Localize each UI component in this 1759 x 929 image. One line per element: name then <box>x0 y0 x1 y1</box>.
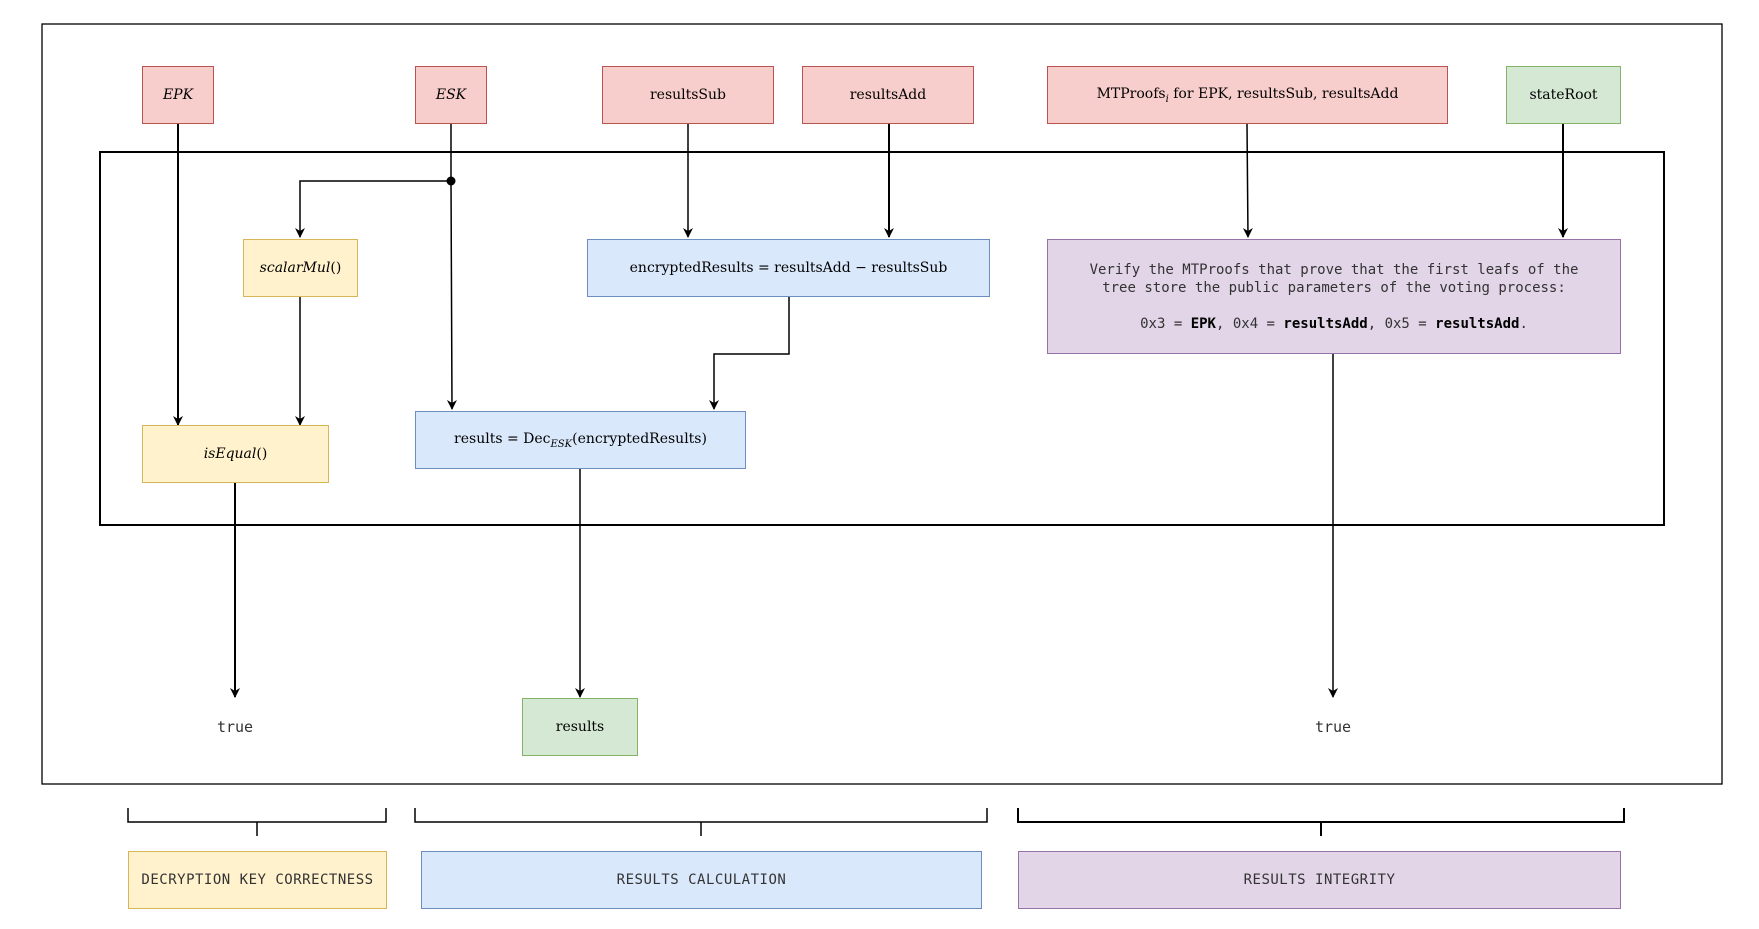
true-output-right: true <box>1314 718 1352 736</box>
mtproofs-box: MTProofsi for EPK, resultsSub, resultsAd… <box>1047 66 1448 124</box>
section-decryption-label: DECRYPTION KEY CORRECTNESS <box>141 872 374 888</box>
verify-key-3: , 0x5 = <box>1367 315 1436 332</box>
section-integrity-label: RESULTS INTEGRITY <box>1243 872 1396 888</box>
outer-frame <box>41 23 1723 785</box>
inner-frame <box>99 151 1665 526</box>
encrypted-results-label: encryptedResults = resultsAdd − resultsS… <box>629 260 948 276</box>
scalar-mul-name: scalarMul <box>259 260 331 276</box>
results-sub-box: resultsSub <box>602 66 774 124</box>
results-add-box: resultsAdd <box>802 66 974 124</box>
mtproofs-subscript: i <box>1165 93 1169 105</box>
mtproofs-label: MTProofsi for EPK, resultsSub, resultsAd… <box>1097 86 1399 105</box>
is-equal-label: isEqual() <box>204 446 268 462</box>
verify-value-1: EPK <box>1190 315 1216 332</box>
edge-mtproofs-verify <box>1242 123 1253 238</box>
scalar-mul-parens: () <box>330 260 342 276</box>
section-results-integrity: RESULTS INTEGRITY <box>1018 851 1621 909</box>
results-decrypt-sub: ESK <box>550 438 573 450</box>
is-equal-parens: () <box>256 446 268 462</box>
verify-key-1: 0x3 = <box>1140 315 1191 332</box>
results-output-box: results <box>522 698 638 756</box>
results-decrypt-lhs: results = Dec <box>454 430 551 447</box>
is-equal-name: isEqual <box>203 446 257 462</box>
results-sub-label: resultsSub <box>649 87 727 103</box>
results-decrypt-label: results = DecESK(encryptedResults) <box>454 431 707 450</box>
edge-esk-scalarmul <box>295 180 451 238</box>
results-decrypt-rhs: (encryptedResults) <box>572 430 707 447</box>
scalar-mul-label: scalarMul() <box>260 260 342 276</box>
section-results-calculation: RESULTS CALCULATION <box>421 851 982 909</box>
section-calculation-label: RESULTS CALCULATION <box>616 872 787 888</box>
state-root-box: stateRoot <box>1506 66 1621 124</box>
bracket-decryption <box>127 808 387 836</box>
bracket-integrity <box>1017 808 1625 836</box>
edge-encrypted-results <box>709 297 790 410</box>
verify-line-3: 0x3 = EPK, 0x4 = resultsAdd, 0x5 = resul… <box>1140 315 1528 333</box>
scalar-mul-box: scalarMul() <box>243 239 358 297</box>
true-output-left: true <box>216 718 254 736</box>
verify-key-2: , 0x4 = <box>1215 315 1284 332</box>
epk-label: EPK <box>162 87 194 103</box>
encrypted-results-box: encryptedResults = resultsAdd − resultsS… <box>587 239 990 297</box>
results-decrypt-box: results = DecESK(encryptedResults) <box>415 411 746 469</box>
bracket-calculation <box>414 808 988 836</box>
results-add-label: resultsAdd <box>849 87 927 103</box>
verify-value-2: resultsAdd <box>1283 315 1368 332</box>
verify-mtproofs-box: Verify the MTProofs that prove that the … <box>1047 239 1621 354</box>
verify-line-1: Verify the MTProofs that prove that the … <box>1089 261 1579 278</box>
verify-value-3: resultsAdd <box>1435 315 1520 332</box>
edge-esk-results <box>446 124 457 410</box>
mtproofs-suffix: for EPK, resultsSub, resultsAdd <box>1168 85 1399 102</box>
junction-dot <box>446 176 456 186</box>
epk-box: EPK <box>142 66 214 124</box>
is-equal-box: isEqual() <box>142 425 329 483</box>
results-output-label: results <box>555 719 605 735</box>
mtproofs-prefix: MTProofs <box>1096 85 1166 102</box>
esk-label: ESK <box>435 87 467 103</box>
section-decryption-key-correctness: DECRYPTION KEY CORRECTNESS <box>128 851 387 909</box>
state-root-label: stateRoot <box>1529 87 1598 103</box>
verify-end: . <box>1519 315 1528 332</box>
esk-box: ESK <box>415 66 487 124</box>
verify-line-2: tree store the public parameters of the … <box>1102 279 1566 296</box>
